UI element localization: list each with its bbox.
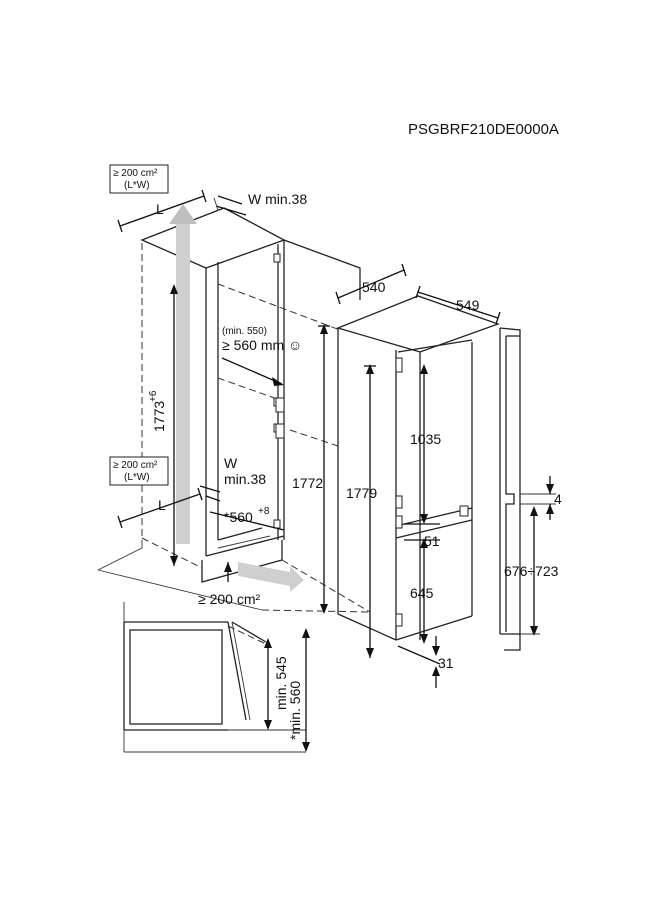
mid-w-label-2: min.38 [224,471,266,487]
vent-top-area-label: ≥ 200 cm² [113,168,158,179]
dim-niche-width: *560 +8 [209,506,285,531]
dim-mid-l: L [117,487,203,529]
dim-slide-range: 676÷723 [504,506,559,636]
appliance-depth-label: 540 [362,279,386,295]
dim-vent-bottom: ≥ 200 cm² [198,562,260,607]
niche-width-label: *560 [224,509,253,525]
niche-depth-min-label: (min. 550) [222,326,267,337]
side-min-label: min. 545 [273,656,289,710]
vent-bottom-label: ≥ 200 cm² [198,591,260,607]
dim-mid-w: W min.38 [199,455,266,502]
vent-area-mid: ≥ 200 cm² (L*W) [109,456,169,486]
door-gap-label: 51 [424,533,440,549]
dim-freezer-door: 645 [410,538,434,644]
mid-w-label-1: W [224,455,238,471]
slide-gap-label: 4 [554,491,562,507]
dim-appliance-width: 549 [415,285,501,325]
appliance-width-label: 549 [456,297,480,313]
top-w-label: W min.38 [248,191,307,207]
dim-appliance-height: 1779 [346,364,377,658]
freezer-door-label: 645 [410,585,434,601]
niche-height-tol: +6 [148,390,159,402]
ventilation-up-arrow [169,204,197,544]
bottom-offset-label: 31 [438,655,454,671]
appliance-drawing [336,295,500,641]
dim-niche-height: 1773 +6 [148,284,178,566]
dim-appliance-height-inner: 1772 [292,324,330,614]
mid-l-label: L [158,497,166,513]
product-code: PSGBRF210DE0000A [408,121,559,138]
side-min-star-label: *min. 560 [287,681,303,740]
dim-top-l: L [117,189,207,233]
fridge-door-label: 1035 [410,431,441,447]
niche-drawing [97,207,371,613]
vent-mid-lw-label: (L*W) [124,472,150,483]
vent-mid-area-label: ≥ 200 cm² [113,460,158,471]
dim-side-min-star: *min. 560 [287,628,310,752]
dim-fridge-door: 1035 [410,364,441,524]
slide-range-label: 676÷723 [504,563,559,579]
dim-door-gap: 51 [404,523,440,549]
appliance-height-label: 1779 [346,485,377,501]
ventilation-side-arrow [238,562,304,592]
dim-bottom-offset: 31 [397,636,454,688]
vent-top-lw-label: (L*W) [124,180,150,191]
vent-area-top: ≥ 200 cm² (L*W) [109,164,169,194]
dim-side-min: min. 545 [264,638,289,730]
niche-depth-rec-label: ≥ 560 mm ☺ [222,337,302,353]
appliance-height-inner-label: 1772 [292,475,323,491]
niche-height-label: 1773 [151,401,167,432]
niche-width-tol: +8 [258,506,270,517]
dim-slide-gap: 4 [520,476,562,520]
dim-niche-depth: (min. 550) ≥ 560 mm ☺ [221,326,302,386]
dim-top-w: W min.38 [213,191,307,216]
dim-appliance-depth: 540 [335,263,407,305]
door-rail [499,327,521,651]
side-section [123,602,306,753]
top-l-label: L [156,201,164,217]
